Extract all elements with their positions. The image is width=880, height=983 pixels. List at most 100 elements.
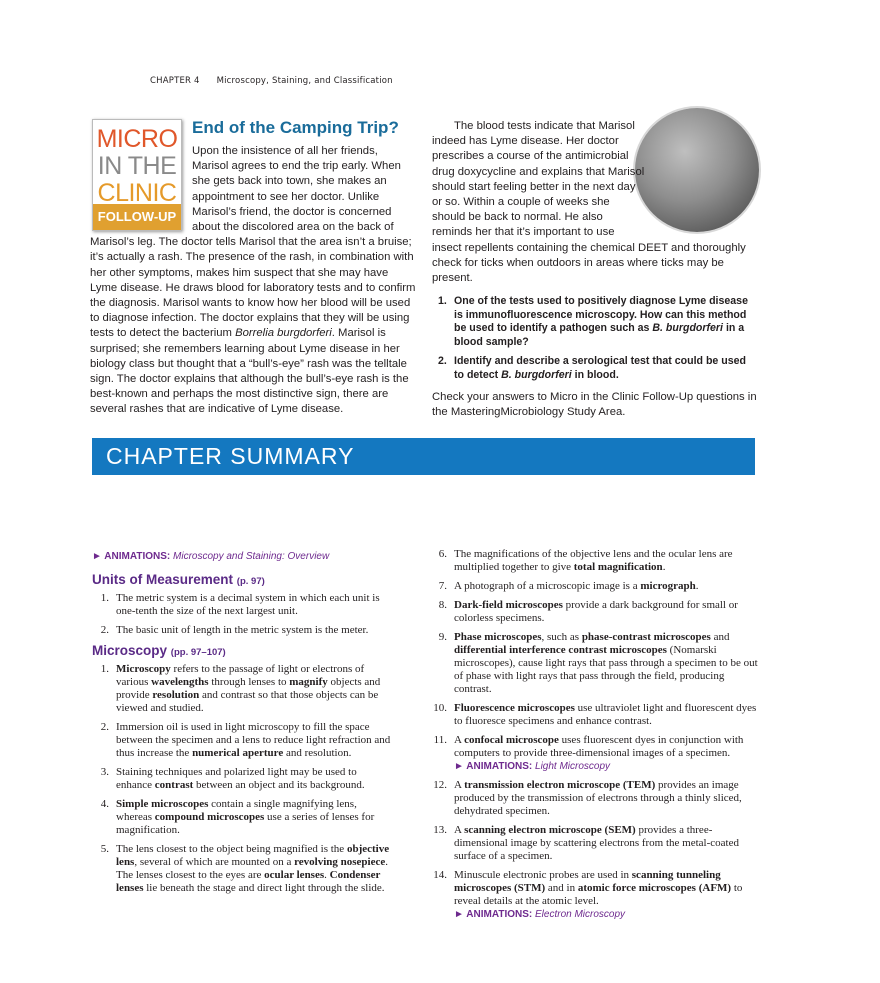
key-term: scanning electron microscope (SEM) xyxy=(464,824,636,836)
text: , such as xyxy=(541,631,582,643)
key-term: compound microscopes xyxy=(154,811,265,823)
key-term: transmission electron microscope (TEM) xyxy=(464,779,656,791)
key-term: wavelengths xyxy=(151,676,209,688)
question-number: 2. xyxy=(438,355,447,368)
logo-line: IN THE xyxy=(97,152,177,180)
text: A photograph of a microscopic image is a xyxy=(454,580,641,592)
text: Identify and describe a serological test… xyxy=(454,355,746,381)
follow-up-questions: 1. One of the tests used to positively di… xyxy=(432,295,758,382)
key-term: objective lens xyxy=(116,843,390,868)
text: (Nomarski microscopes), cause light rays… xyxy=(454,644,758,695)
logo-spacer xyxy=(90,116,192,232)
section-heading-microscopy: Microscopy (pp. 97–107) xyxy=(92,643,392,658)
summary-item: 7.A photograph of a microscopic image is… xyxy=(430,580,758,593)
text: One of the tests used to positively diag… xyxy=(454,295,748,335)
text: a rash. The presence of the rash, in com… xyxy=(90,251,416,340)
text: between an object and its background. xyxy=(193,779,365,791)
logo-line: CLINIC xyxy=(97,179,177,207)
heading-text: Microscopy xyxy=(92,643,168,658)
section-heading-units: Units of Measurement (p. 97) xyxy=(92,572,392,587)
key-term: ocular lenses xyxy=(264,869,325,881)
key-term: Microscopy xyxy=(116,663,171,675)
item-number: 12. xyxy=(433,779,447,791)
animation-title: Light Microscopy xyxy=(535,761,611,772)
species-name: B. burgdorferi xyxy=(501,368,572,381)
animations-link[interactable]: ► ANIMATIONS: Light Microscopy xyxy=(454,760,758,773)
text: in a blood sample? xyxy=(454,322,745,348)
text: provide a dark background for small or c… xyxy=(454,599,738,624)
text: Upon the insistence of all her friends, … xyxy=(90,145,412,264)
summary-item: 1.Microscopy refers to the passage of li… xyxy=(92,663,392,715)
animation-title: Microscopy and Staining: Overview xyxy=(173,551,330,562)
chapter-title: Microscopy, Staining, and Classification xyxy=(216,76,393,86)
question: 1. One of the tests used to positively di… xyxy=(432,295,758,349)
text: A xyxy=(454,824,465,836)
item-number: 11. xyxy=(433,734,447,746)
item-number: 13. xyxy=(433,824,447,836)
summary-item: 11.A confocal microscope uses fluorescen… xyxy=(430,734,758,773)
text: contain a single magnifying lens, wherea… xyxy=(116,798,357,823)
item-number: 2. xyxy=(100,721,109,733)
key-term: phase-contrast microscopes xyxy=(581,631,711,643)
question-number: 1. xyxy=(438,295,447,308)
summary-item: 14.Minuscule electronic probes are used … xyxy=(430,869,758,921)
summary-item: 10. Fluorescence microscopes use ultravio… xyxy=(430,702,758,728)
key-term: Simple microscopes xyxy=(116,798,209,810)
animations-label: ► ANIMATIONS: xyxy=(454,761,536,772)
summary-item: 8.Dark-field microscopes provide a dark … xyxy=(430,599,758,625)
animations-link[interactable]: ► ANIMATIONS: Microscopy and Staining: O… xyxy=(92,551,392,562)
micro-in-the-clinic-logo: MICRO IN THE CLINIC FOLLOW-UP xyxy=(92,119,182,231)
summary-item: 13.A scanning electron microscope (SEM) … xyxy=(430,824,758,863)
text: uses fluorescent dyes in conjunction wit… xyxy=(454,734,744,759)
summary-item: 3.Staining techniques and polarized ligh… xyxy=(92,766,392,792)
text: provides a three-dimensional image by sc… xyxy=(454,824,739,862)
running-head: CHAPTER 4 Microscopy, Staining, and Clas… xyxy=(150,76,407,86)
text: The metric system is a decimal system in… xyxy=(116,592,380,617)
animations-link[interactable]: ► ANIMATIONS: Electron Microscopy xyxy=(454,908,758,921)
text: and contrast so that those objects can b… xyxy=(116,689,379,714)
text: provides an image produced by the transm… xyxy=(454,779,742,817)
text: . Marisol is surprised; she remembers le… xyxy=(90,327,409,416)
text: objects and provide xyxy=(116,676,381,701)
text: in blood. xyxy=(571,368,619,381)
item-number: 10. xyxy=(433,702,447,714)
item-number: 2. xyxy=(100,624,109,636)
units-list: 1. The metric system is a decimal system … xyxy=(92,592,392,637)
text: . The lenses closest to the eyes are xyxy=(116,856,388,881)
text: A xyxy=(454,734,465,746)
rash-photo xyxy=(635,108,759,232)
text: to reveal details at the atomic level. xyxy=(454,882,743,907)
key-term: Condenser lenses xyxy=(116,869,381,894)
key-term: resolution xyxy=(152,689,200,701)
key-term: numerical aperture xyxy=(192,747,284,759)
case-story-left-column: End of the Camping Trip? Upon the insist… xyxy=(90,116,416,418)
summary-item: 4. Simple microscopes contain a single ma… xyxy=(92,798,392,837)
text: use ultraviolet light and fluorescent dy… xyxy=(454,702,757,727)
microscopy-list-right: 6.The magnifications of the objective le… xyxy=(430,548,758,921)
summary-item: 2.Immersion oil is used in light microsc… xyxy=(92,721,392,760)
text: lie beneath the stage and direct light t… xyxy=(143,882,385,894)
summary-item: 2. The basic unit of length in the metric… xyxy=(92,624,392,637)
summary-item: 12. A transmission electron microscope (T… xyxy=(430,779,758,818)
item-number: 1. xyxy=(100,592,109,604)
item-number: 4. xyxy=(100,798,109,810)
animations-label: ► ANIMATIONS: xyxy=(454,909,536,920)
species-name: Borrelia burgdorferi xyxy=(235,327,332,340)
photo-spacer xyxy=(646,119,758,237)
species-name: B. burgdorferi xyxy=(652,322,723,335)
text: The basic unit of length in the metric s… xyxy=(116,624,369,636)
summary-item: 9.Phase microscopes, such as phase-contr… xyxy=(430,631,758,696)
text: A xyxy=(454,779,465,791)
text: The lens closest to the object being mag… xyxy=(116,843,347,855)
text: and resolution. xyxy=(283,747,352,759)
key-term: Fluorescence microscopes xyxy=(454,702,575,714)
key-term: differential interference contrast micro… xyxy=(454,644,667,656)
item-number: 3. xyxy=(100,766,109,778)
item-number: 14. xyxy=(433,869,447,881)
key-term: micrograph xyxy=(640,580,696,592)
animations-label: ► ANIMATIONS: xyxy=(92,551,174,562)
key-term: contrast xyxy=(154,779,194,791)
text: , several of which are mounted on a xyxy=(134,856,295,868)
text: The magnifications of the objective lens… xyxy=(454,548,733,573)
summary-item: 5.The lens closest to the object being m… xyxy=(92,843,392,895)
